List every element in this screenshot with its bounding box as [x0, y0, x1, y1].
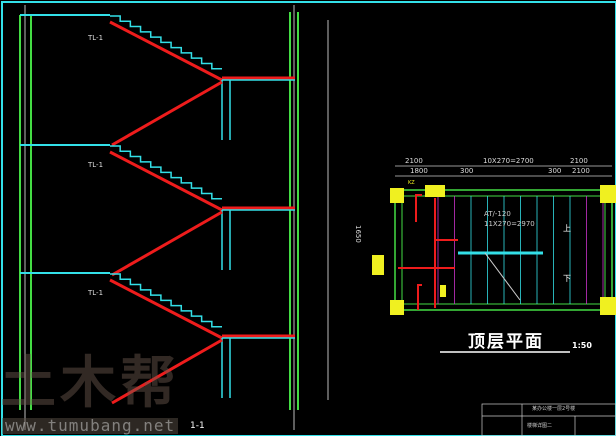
column-kz [390, 188, 404, 203]
stair-steps [110, 145, 222, 200]
column-kz [390, 300, 404, 315]
stair-plan [372, 165, 616, 353]
plan-columns [372, 185, 616, 315]
plan-scale: 1:50 [572, 341, 592, 350]
stair-rebar [109, 278, 223, 340]
dim-top-2: 10X270=2700 [483, 157, 534, 165]
callout-label: TL-1 [88, 289, 104, 297]
stair-flights [20, 14, 295, 405]
title-block [481, 403, 616, 436]
stair-rebar [111, 210, 223, 277]
dim-second-2: 300 [460, 167, 474, 175]
plan-title: 顶层平面 [468, 332, 544, 352]
title-block-project: 某办公楼一层2号楼 [532, 406, 576, 412]
down-label: 下 [563, 274, 571, 283]
plan-outline [394, 189, 613, 311]
callout-label: TL-1 [88, 161, 104, 169]
section-walls [19, 12, 299, 410]
watermark-url: www.tumubang.net [2, 418, 179, 434]
plan-inner-outline [401, 195, 606, 305]
stair-steps [110, 273, 222, 328]
stair-rebar [111, 80, 223, 147]
tag [372, 255, 384, 275]
watermark-logo: 土木帮 [0, 351, 180, 416]
stair-rebar [111, 338, 223, 405]
break-line [484, 252, 521, 301]
callout-label: TL-1 [88, 34, 104, 42]
plan-beams [398, 194, 458, 310]
tag [440, 285, 446, 297]
stair-steps [110, 15, 222, 70]
dim-second-3: 300 [548, 167, 562, 175]
column-kz [600, 185, 616, 203]
stair-rebar [109, 150, 223, 212]
dim-top-3: 2100 [570, 157, 588, 165]
up-label: 上 [563, 224, 571, 233]
stair-treads [437, 196, 604, 304]
section-label: 1-1 [190, 421, 205, 431]
column-tag: KZ [408, 180, 415, 186]
stair-note: AT/-120 [484, 210, 511, 218]
column-kz [600, 297, 616, 315]
dim-second-1: 1800 [410, 167, 428, 175]
tag [425, 185, 445, 197]
stair-rebar [109, 20, 223, 82]
stair-note: 11X270=2970 [484, 220, 535, 228]
title-block-drawing: 楼梯详图二 [527, 423, 553, 429]
dim-top-1: 2100 [405, 157, 423, 165]
dim-second-4: 2100 [572, 167, 590, 175]
grid-lines [24, 5, 329, 430]
dim-left: 1650 [354, 225, 362, 243]
